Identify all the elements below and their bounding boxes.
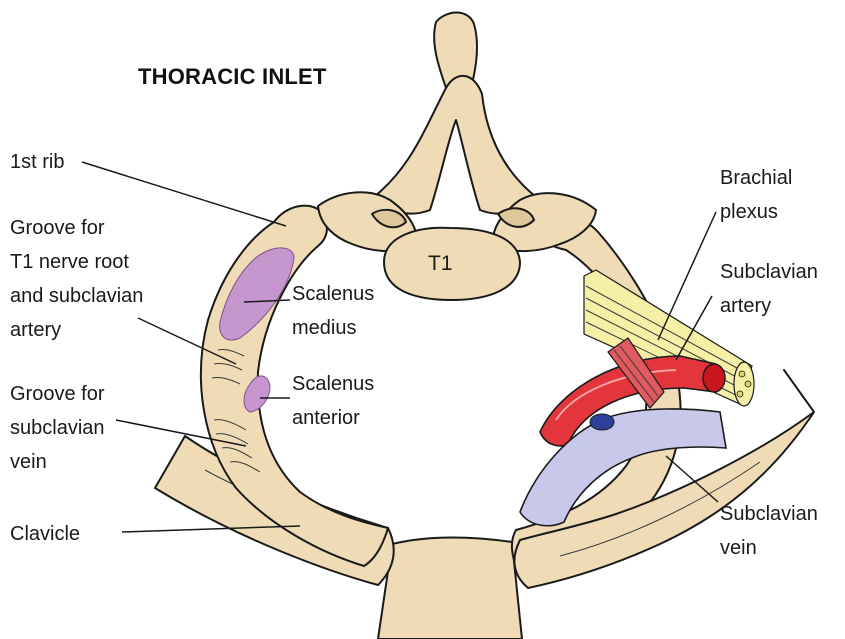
t1-label: T1 [428, 252, 453, 275]
label-subclavian-artery: Subclavian artery [720, 261, 818, 317]
label-brachial-plexus: Brachial plexus [720, 167, 792, 223]
manubrium [378, 537, 522, 639]
svg-text:Scalenus: Scalenus [292, 373, 374, 395]
svg-text:Subclavian: Subclavian [720, 261, 818, 283]
label-scalenus-anterior: Scalenus anterior [292, 373, 374, 429]
label-scalenus-medius: Scalenus medius [292, 283, 374, 339]
svg-text:subclavian: subclavian [10, 417, 105, 439]
svg-text:T1 nerve root: T1 nerve root [10, 251, 129, 273]
svg-text:plexus: plexus [720, 201, 778, 223]
label-first-rib: 1st rib [10, 151, 64, 173]
svg-text:Scalenus: Scalenus [292, 283, 374, 305]
svg-text:Groove for: Groove for [10, 217, 105, 239]
label-subclavian-vein: Subclavian vein [720, 503, 818, 559]
diagram-title: THORACIC INLET [138, 64, 327, 89]
svg-text:vein: vein [720, 537, 757, 559]
svg-text:artery: artery [10, 319, 61, 341]
svg-text:vein: vein [10, 451, 47, 473]
svg-text:medius: medius [292, 317, 356, 339]
svg-text:Groove for: Groove for [10, 383, 105, 405]
svg-text:Subclavian: Subclavian [720, 503, 818, 525]
svg-text:artery: artery [720, 295, 771, 317]
label-groove-t1: Groove for T1 nerve root and subclavian … [10, 217, 143, 341]
label-clavicle: Clavicle [10, 523, 80, 545]
t1-vertebra [318, 13, 596, 301]
label-groove-vein: Groove for subclavian vein [10, 383, 105, 473]
svg-text:anterior: anterior [292, 407, 360, 429]
svg-text:Brachial: Brachial [720, 167, 792, 189]
svg-text:and subclavian: and subclavian [10, 285, 143, 307]
